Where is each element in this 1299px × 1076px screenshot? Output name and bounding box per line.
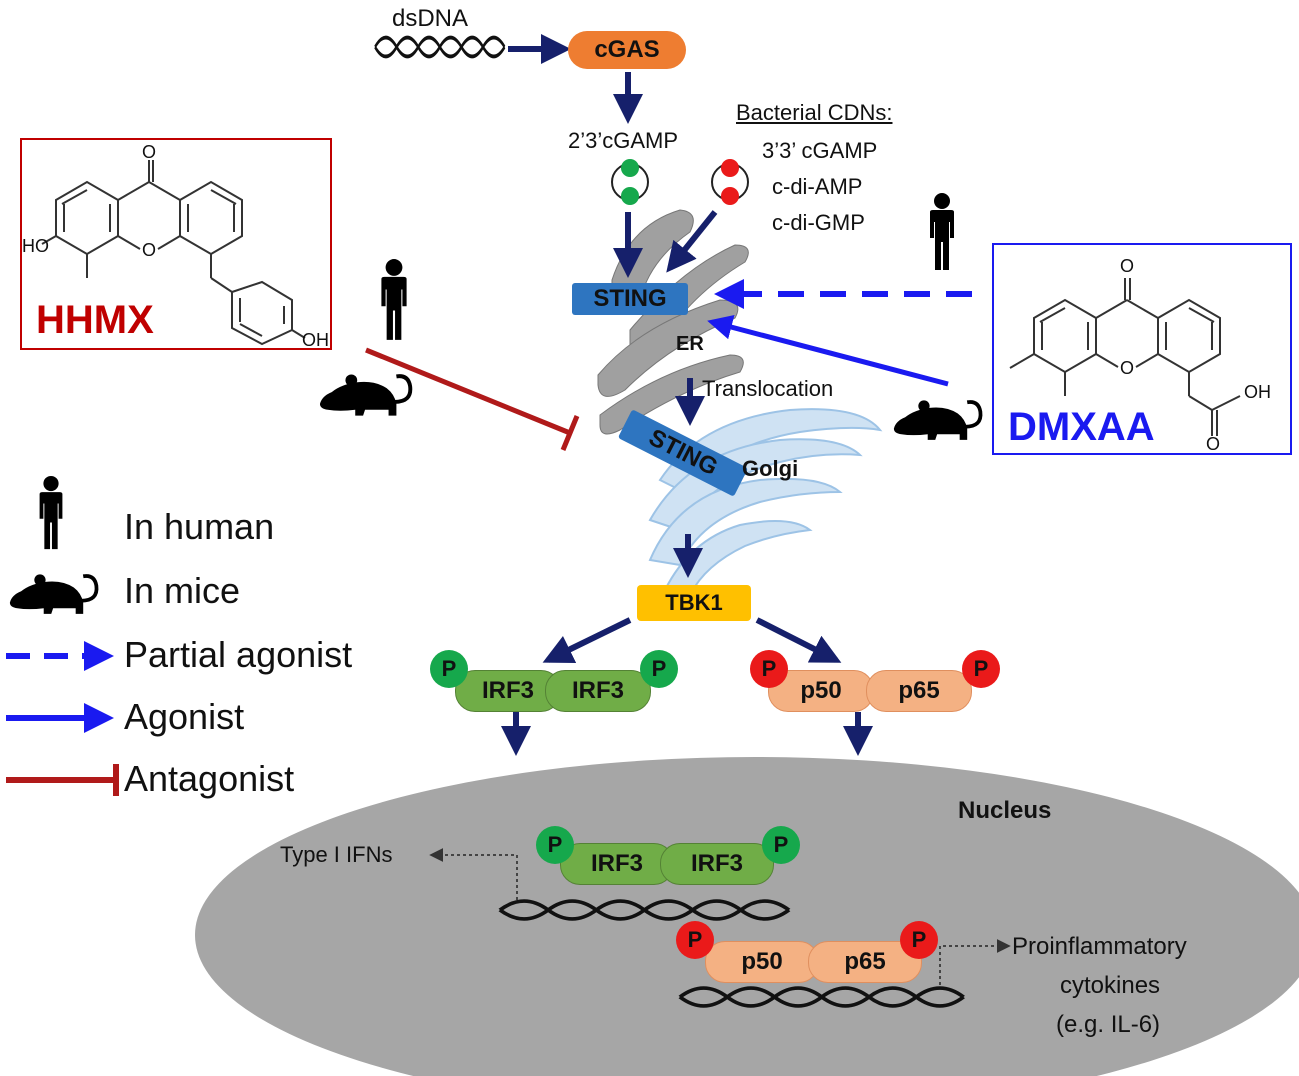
cgamp-symbol (611, 159, 649, 205)
output-arrows (429, 848, 1011, 985)
legend-agonist-label: Agonist (124, 696, 245, 737)
irf3-right: IRF3 (545, 670, 651, 712)
hhmx-structure (41, 160, 306, 346)
p50-nuclear: p50 (705, 941, 819, 983)
dsdna-helix (373, 35, 507, 59)
bacterial-cdn-2: c-di-AMP (772, 174, 863, 199)
legend-human-label: In human (124, 506, 275, 547)
nucleus-label: Nucleus (958, 797, 1052, 824)
p65-nuclear: p65 (808, 941, 922, 983)
bacterial-cdn-3: c-di-GMP (772, 210, 865, 235)
phospho-badge: P (762, 826, 800, 864)
irf3-nuclear-left: IRF3 (560, 843, 674, 885)
dmxaa-atom-o-carbonyl: O (1206, 434, 1221, 454)
dmxaa-atom-oh: OH (1244, 382, 1271, 402)
dmxaa-atom-o-ring: O (1120, 358, 1135, 378)
hhmx-atom-ho: HO (22, 236, 49, 256)
human-icon (381, 259, 407, 340)
arrow-dmxaa-agonist (707, 314, 949, 387)
hhmx-atom-oh: OH (302, 330, 329, 350)
legend-partial-label: Partial agonist (124, 634, 353, 675)
nucleus (195, 757, 1299, 1076)
hhmx-box (20, 138, 332, 350)
legend-human-icon (39, 475, 63, 550)
dmxaa-structure (1009, 278, 1241, 436)
legend-mouse-icon (8, 572, 99, 616)
phospho-badge: P (750, 650, 788, 688)
arrow-tbk1-nfkb (755, 617, 842, 663)
type1-ifns-label: Type I IFNs (280, 842, 393, 867)
phospho-badge: P (430, 650, 468, 688)
hhmx-atom-o: O (142, 142, 157, 162)
phospho-badge: P (962, 650, 1000, 688)
tbk1-node: TBK1 (637, 585, 751, 621)
proinflammatory-line2: cytokines (1060, 972, 1161, 999)
dmxaa-name: DMXAA (1008, 405, 1155, 449)
irf3-nuclear-right: IRF3 (660, 843, 774, 885)
irf3-left: IRF3 (455, 670, 561, 712)
legend-mice-label: In mice (124, 570, 241, 611)
p65-cyto: p65 (866, 670, 972, 712)
legend-antagonist-label: Antagonist (124, 758, 295, 799)
phospho-badge: P (676, 921, 714, 959)
hhmx-name: HHMX (36, 298, 154, 342)
bacterial-cdn-1: 3’3’ cGAMP (762, 138, 878, 163)
arrow-tbk1-irf3 (542, 617, 632, 663)
proinflammatory-line3: (e.g. IL-6) (1056, 1011, 1161, 1038)
dmxaa-box (992, 243, 1292, 455)
human-icon (930, 193, 954, 270)
phospho-badge: P (640, 650, 678, 688)
mouse-icon (318, 372, 413, 418)
cgamp-label: 2’3’cGAMP (568, 128, 679, 153)
proinflammatory-line1: Proinflammatory (1012, 933, 1187, 960)
phospho-badge: P (536, 826, 574, 864)
sting-er-node: STING (572, 283, 688, 315)
arrow-cdn-sting (666, 210, 718, 273)
hhmx-antagonist-line (365, 347, 580, 451)
legend-antagonist-line (6, 764, 119, 796)
golgi-label: Golgi (742, 456, 799, 481)
cgas-node: cGAS (568, 31, 686, 69)
mouse-icon (892, 398, 983, 442)
er-label: ER (676, 333, 704, 355)
phospho-badge: P (900, 921, 938, 959)
pathway-arrows (501, 34, 873, 756)
bacterial-cdns-title: Bacterial CDNs: (736, 100, 893, 125)
translocation-label: Translocation (702, 376, 834, 401)
hhmx-atom-o-ring: O (142, 240, 157, 260)
dsdna-label: dsDNA (392, 5, 469, 32)
bacterial-cdn-symbol (711, 159, 749, 205)
dmxaa-atom-o: O (1120, 256, 1135, 276)
